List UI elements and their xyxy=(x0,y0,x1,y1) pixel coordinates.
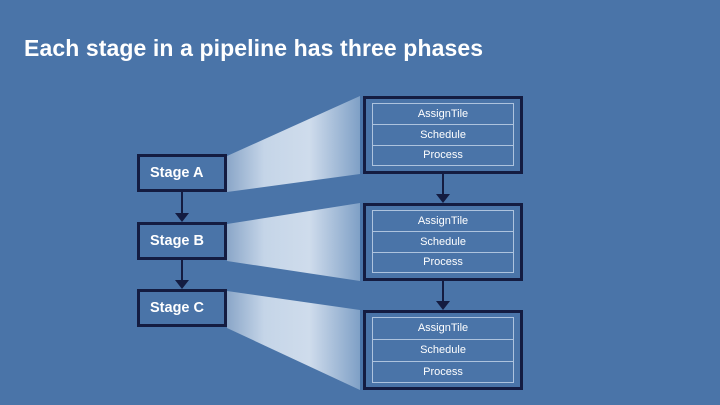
page-title: Each stage in a pipeline has three phase… xyxy=(24,35,484,61)
stage-label: Stage B xyxy=(150,233,204,249)
stage-label: Stage A xyxy=(150,165,204,181)
phase-box-stage-b[interactable]: AssignTile Schedule Process xyxy=(363,203,523,281)
phase-row-assign-tile[interactable]: AssignTile xyxy=(372,103,514,124)
arrow-shaft xyxy=(181,260,183,280)
phase-row-schedule[interactable]: Schedule xyxy=(372,339,514,361)
phase-row-schedule[interactable]: Schedule xyxy=(372,124,514,145)
stage-label: Stage C xyxy=(150,300,204,316)
phase-box-stage-a[interactable]: AssignTile Schedule Process xyxy=(363,96,523,174)
arrow-head-icon xyxy=(175,280,189,289)
arrow-stage-a-to-b xyxy=(175,192,189,222)
phase-row-assign-tile[interactable]: AssignTile xyxy=(372,317,514,339)
stage-box-a[interactable]: Stage A xyxy=(137,154,227,192)
arrow-stage-b-to-c xyxy=(175,260,189,289)
phase-row-process[interactable]: Process xyxy=(372,361,514,383)
arrow-head-icon xyxy=(436,301,450,310)
phase-row-process[interactable]: Process xyxy=(372,145,514,166)
phase-row-assign-tile[interactable]: AssignTile xyxy=(372,210,514,231)
phase-row-process[interactable]: Process xyxy=(372,252,514,273)
arrow-head-icon xyxy=(175,213,189,222)
arrow-phase-2-to-3 xyxy=(436,281,450,310)
arrow-shaft xyxy=(442,174,444,194)
stage-box-b[interactable]: Stage B xyxy=(137,222,227,260)
arrow-phase-1-to-2 xyxy=(436,174,450,203)
phase-row-schedule[interactable]: Schedule xyxy=(372,231,514,252)
phase-box-stage-c[interactable]: AssignTile Schedule Process xyxy=(363,310,523,390)
funnel-stage-c xyxy=(227,291,360,390)
arrow-shaft xyxy=(442,281,444,301)
stage-box-c[interactable]: Stage C xyxy=(137,289,227,327)
arrow-shaft xyxy=(181,192,183,213)
arrow-head-icon xyxy=(436,194,450,203)
funnel-stage-a xyxy=(227,96,360,192)
funnel-stage-b xyxy=(227,203,360,281)
